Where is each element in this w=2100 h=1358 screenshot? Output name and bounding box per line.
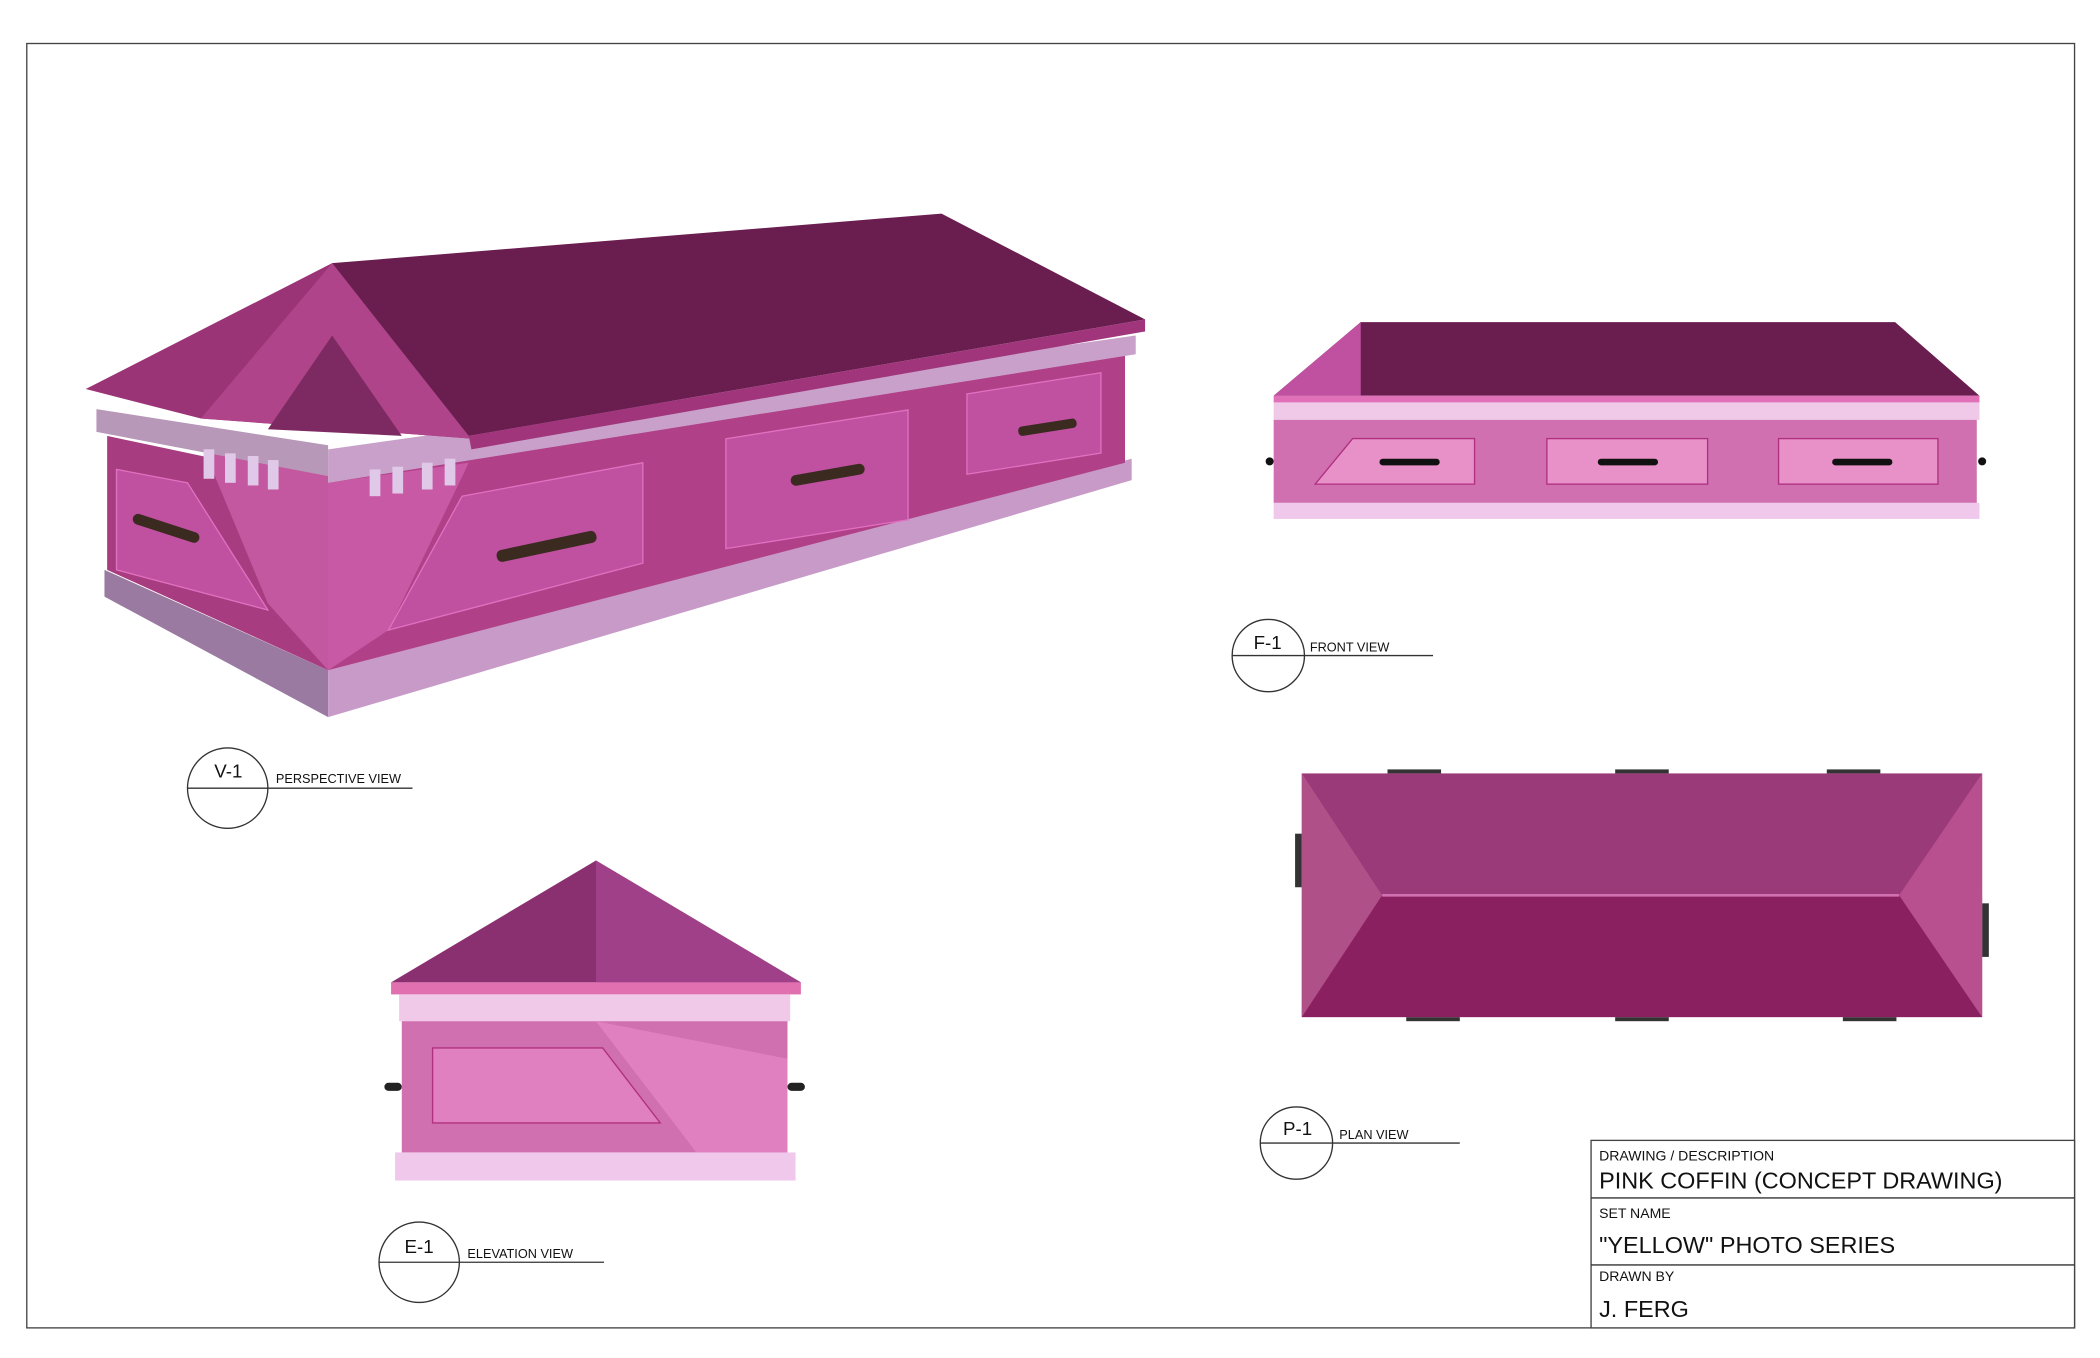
plan-view-drawing	[1295, 769, 1989, 1022]
label-plan-view: P-1 PLAN VIEW	[1259, 1106, 1460, 1180]
view-tag: P-1	[1283, 1118, 1312, 1139]
view-tag: V-1	[214, 760, 242, 781]
label-perspective-view: V-1 PERSPECTIVE VIEW	[186, 747, 413, 829]
label-front-view: F-1 FRONT VIEW	[1231, 618, 1434, 693]
drawing-description-label: DRAWING / DESCRIPTION	[1599, 1147, 1774, 1163]
sheet-border	[26, 42, 2076, 1329]
drawn-by-label: DRAWN BY	[1599, 1268, 1675, 1284]
view-title: FRONT VIEW	[1310, 640, 1390, 655]
view-title: PLAN VIEW	[1339, 1127, 1408, 1142]
title-block: DRAWING / DESCRIPTION PINK COFFIN (CONCE…	[1590, 1139, 2076, 1329]
perspective-view-drawing	[85, 213, 1146, 718]
front-view-drawing	[1265, 322, 1987, 519]
view-title: ELEVATION VIEW	[467, 1246, 573, 1261]
view-title: PERSPECTIVE VIEW	[276, 771, 401, 786]
drawing-description-value: PINK COFFIN (CONCEPT DRAWING)	[1599, 1168, 2002, 1194]
set-name-value: "YELLOW" PHOTO SERIES	[1599, 1232, 1895, 1258]
drawn-by-value: J. FERG	[1599, 1296, 1689, 1322]
set-name-label: SET NAME	[1599, 1205, 1671, 1221]
view-tag: E-1	[404, 1236, 433, 1257]
elevation-view-drawing	[384, 860, 805, 1181]
label-elevation-view: E-1 ELEVATION VIEW	[378, 1221, 605, 1304]
view-tag: F-1	[1254, 632, 1282, 653]
